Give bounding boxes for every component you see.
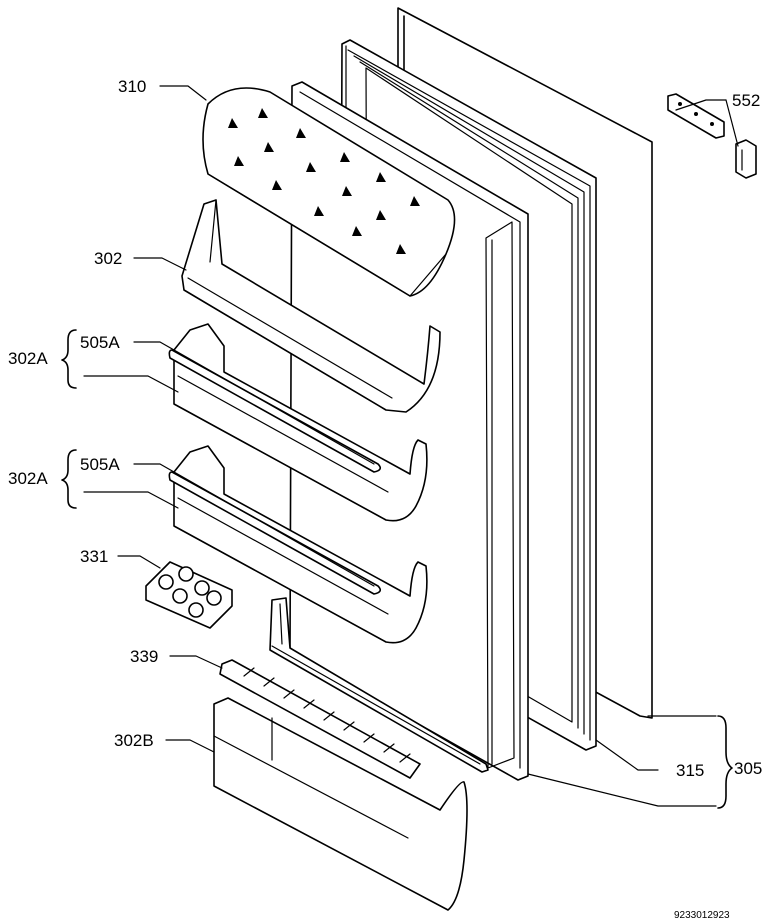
label-305: 305	[734, 759, 762, 778]
label-302a-2: 302A	[8, 469, 48, 488]
label-302b: 302B	[114, 731, 154, 750]
label-339: 339	[130, 647, 158, 666]
egg-tray-331	[145, 561, 233, 629]
door-bin-302	[181, 199, 441, 413]
braces	[61, 329, 733, 809]
label-331: 331	[80, 547, 108, 566]
label-505a-1: 505A	[80, 333, 120, 352]
drawing-code: 9233012923	[674, 910, 730, 921]
door-bin-302b	[213, 697, 468, 911]
hinge-552	[667, 93, 757, 179]
dairy-compartment-310	[202, 87, 456, 297]
label-302a-1: 302A	[8, 349, 48, 368]
label-505a-2: 505A	[80, 455, 120, 474]
leader-lines	[83, 85, 739, 807]
label-315: 315	[676, 761, 704, 780]
labels: 310 302 302A 505A 302A 505A 331 339 302B…	[8, 77, 762, 921]
label-310: 310	[118, 77, 146, 96]
bottle-rack-339	[219, 659, 421, 779]
label-302: 302	[94, 249, 122, 268]
vent-pattern	[228, 108, 420, 254]
label-552: 552	[732, 91, 760, 110]
